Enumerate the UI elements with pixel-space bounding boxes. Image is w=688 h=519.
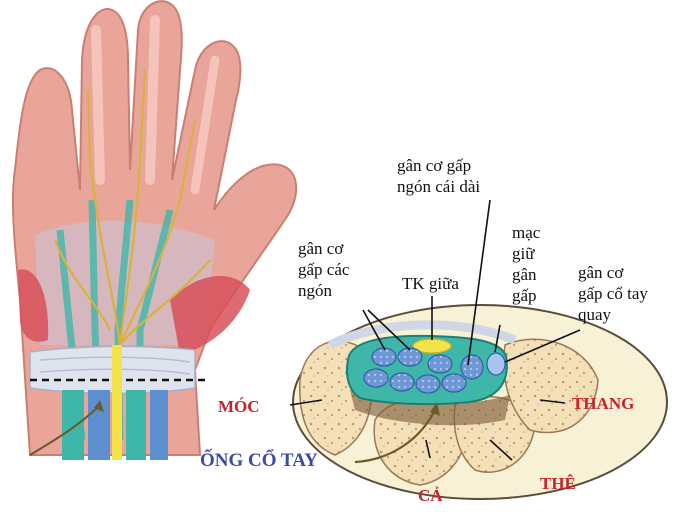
- tunnel-arrow-head: [430, 402, 440, 416]
- label-flexor-pollicis-longus: gân cơ gấp ngón cái dài: [397, 156, 481, 196]
- thenar-muscle: [170, 276, 250, 355]
- retinaculum-section: [327, 320, 517, 350]
- flexor-pollicis-longus-tendon: [460, 354, 484, 380]
- finger-highlight: [190, 55, 220, 195]
- finger-highlight: [91, 25, 105, 185]
- flexor-digitorum-tendons: [363, 347, 467, 394]
- label-median-nerve: TK giữa: [402, 274, 459, 293]
- hand-illustration: [11, 0, 298, 460]
- nerve-branches: [53, 69, 211, 455]
- leader-lines: [289, 199, 581, 461]
- label-trapezium: THANG: [572, 394, 635, 413]
- finger-highlight: [145, 15, 160, 185]
- hand-arrow-head: [94, 400, 104, 412]
- label-flexor-digitorum: gân cơ gấp các ngón: [298, 239, 350, 300]
- hypothenar-muscle: [18, 269, 49, 342]
- label-trapezoid: THÊ: [540, 474, 576, 493]
- trapezium-bone: [503, 338, 599, 434]
- label-flexor-retinaculum: mạc giữ gân gấp: [512, 223, 541, 305]
- cross-section: [289, 199, 668, 500]
- label-hamate: MÓC: [218, 397, 260, 416]
- tunnel-arrow: [354, 409, 436, 464]
- hand-arrow: [29, 404, 101, 456]
- label-flexor-carpi-radialis: gân cơ gấp cổ tay quay: [578, 263, 648, 324]
- label-carpal-tunnel: ỐNG CỔ TAY: [200, 450, 318, 471]
- label-capitate: CẢ: [418, 486, 443, 505]
- tunnel-floor: [350, 390, 510, 426]
- forearm-tendons: [62, 345, 168, 460]
- flexor-carpi-radialis-tendon: [486, 352, 506, 376]
